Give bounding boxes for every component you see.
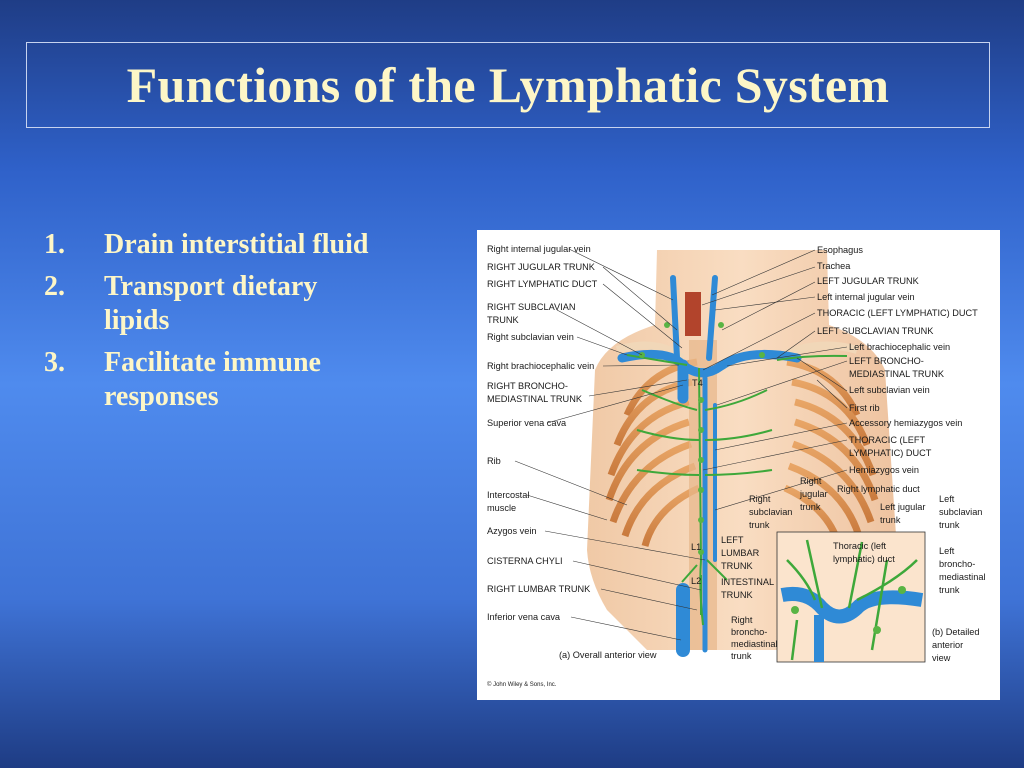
label-detail-thoracic-2: lymphatic) duct [833, 554, 895, 564]
trachea-shape [685, 292, 701, 336]
label-l1: L1 [691, 542, 701, 552]
label-detail-right-jugular-2: jugular [799, 489, 828, 499]
list-line: Facilitate immune [104, 347, 321, 378]
label-left-brachiocephalic-vein: Left brachiocephalic vein [849, 342, 950, 352]
title-frame: Functions of the Lymphatic System [26, 42, 990, 128]
label-right-broncho-inner-4: trunk [731, 651, 752, 661]
label-left-subclavian-trunk: LEFT SUBCLAVIAN TRUNK [817, 326, 934, 336]
label-left-internal-jugular-vein: Left internal jugular vein [817, 292, 915, 302]
label-intestinal-trunk-1: INTESTINAL [721, 577, 774, 587]
label-cisterna-chyli: CISTERNA CHYLI [487, 556, 563, 566]
label-right-broncho-inner-2: broncho- [731, 627, 767, 637]
list-number: 2. [44, 271, 65, 302]
label-thoracic-left-1: THORACIC (LEFT [849, 435, 925, 445]
list-line: Transport dietary [104, 271, 318, 302]
label-first-rib: First rib [849, 403, 880, 413]
label-rib: Rib [487, 456, 501, 466]
label-left-subclavian-vein: Left subclavian vein [849, 385, 930, 395]
label-intestinal-trunk-2: TRUNK [721, 590, 754, 600]
label-left-lumbar-3: TRUNK [721, 561, 754, 571]
label-intercostal-2: muscle [487, 503, 516, 513]
list-line: responses [104, 381, 219, 412]
label-thoracic-duct: THORACIC (LEFT LYMPHATIC) DUCT [817, 308, 978, 318]
lymph-vessels [626, 354, 848, 626]
label-right-broncho-1: RIGHT BRONCHO- [487, 381, 568, 391]
label-left-broncho-1: LEFT BRONCHO- [849, 356, 924, 366]
label-detail-left-broncho-3: mediastinal [939, 572, 985, 582]
lymphatic-diagram: Right internal jugular vein RIGHT JUGULA… [477, 230, 1000, 700]
label-right-subclavian-trunk-inner-3: trunk [749, 520, 770, 530]
label-right-subclavian-trunk-1: RIGHT SUBCLAVIAN [487, 302, 576, 312]
label-left-lumbar-1: LEFT [721, 535, 744, 545]
label-detail-right-jugular-1: Right [800, 476, 822, 486]
label-hemiazygos-vein: Hemiazygos vein [849, 465, 919, 475]
label-right-lymphatic-duct: RIGHT LYMPHATIC DUCT [487, 279, 598, 289]
label-l2: L2 [691, 576, 701, 586]
list-line: lipids [104, 305, 170, 336]
label-right-subclavian-trunk-2: TRUNK [487, 315, 520, 325]
label-right-subclavian-vein: Right subclavian vein [487, 332, 574, 342]
label-detail-thoracic-1: Thoracic (left [833, 541, 887, 551]
detail-inset [776, 531, 926, 663]
label-intercostal-1: Intercostal [487, 490, 529, 500]
label-detail-view-2: anterior [932, 640, 963, 650]
veins [617, 275, 802, 657]
label-right-broncho-2: MEDIASTINAL TRUNK [487, 394, 583, 404]
label-detail-left-subclavian-1: Left [939, 494, 955, 504]
label-detail-view-3: view [932, 653, 951, 663]
label-detail-left-broncho-1: Left [939, 546, 955, 556]
leader-lines [514, 248, 848, 641]
label-trachea: Trachea [817, 261, 851, 271]
label-detail-left-subclavian-2: subclavian [939, 507, 982, 517]
label-left-lumbar-2: LUMBAR [721, 548, 760, 558]
figure-caption: (a) Overall anterior view [559, 650, 657, 660]
copyright-text: © John Wiley & Sons, Inc. [487, 681, 557, 688]
slide-title: Functions of the Lymphatic System [126, 57, 890, 113]
label-right-brachiocephalic-vein: Right brachiocephalic vein [487, 361, 594, 371]
label-right-subclavian-trunk-inner-1: Right [749, 494, 771, 504]
list-text: Drain interstitial fluid [104, 228, 444, 262]
list-number: 1. [44, 229, 65, 260]
list-number: 3. [44, 347, 65, 378]
diagram-svg: Right internal jugular vein RIGHT JUGULA… [487, 244, 985, 688]
label-right-lumbar-trunk: RIGHT LUMBAR TRUNK [487, 584, 591, 594]
label-right-broncho-inner-1: Right [731, 615, 753, 625]
label-detail-right-lymphatic-duct: Right lymphatic duct [837, 484, 920, 494]
label-right-internal-jugular-vein: Right internal jugular vein [487, 244, 591, 254]
label-detail-right-jugular-3: trunk [800, 502, 821, 512]
label-right-subclavian-trunk-inner-2: subclavian [749, 507, 792, 517]
label-left-broncho-2: MEDIASTINAL TRUNK [849, 369, 945, 379]
list-item: 1. Drain interstitial fluid [44, 228, 444, 262]
label-detail-left-broncho-2: broncho- [939, 559, 975, 569]
label-detail-left-broncho-4: trunk [939, 585, 960, 595]
label-detail-left-subclavian-3: trunk [939, 520, 960, 530]
label-detail-left-jugular-1: Left jugular [880, 502, 925, 512]
lymph-nodes [639, 322, 765, 555]
label-esophagus: Esophagus [817, 245, 863, 255]
label-t4: T4 [692, 378, 703, 388]
label-right-jugular-trunk: RIGHT JUGULAR TRUNK [487, 262, 596, 272]
list-line: Drain interstitial fluid [104, 229, 369, 260]
label-detail-left-jugular-2: trunk [880, 515, 901, 525]
label-thoracic-left-2: LYMPHATIC) DUCT [849, 448, 932, 458]
label-inferior-vena-cava: Inferior vena cava [487, 612, 561, 622]
label-azygos-vein: Azygos vein [487, 526, 537, 536]
label-right-broncho-inner-3: mediastinal [731, 639, 777, 649]
functions-list: 1. Drain interstitial fluid 2. Transport… [44, 228, 444, 422]
label-accessory-hemiazygos-vein: Accessory hemiazygos vein [849, 418, 962, 428]
label-left-jugular-trunk: LEFT JUGULAR TRUNK [817, 276, 920, 286]
label-superior-vena-cava: Superior vena cava [487, 418, 567, 428]
label-detail-view-1: (b) Detailed [932, 627, 980, 637]
